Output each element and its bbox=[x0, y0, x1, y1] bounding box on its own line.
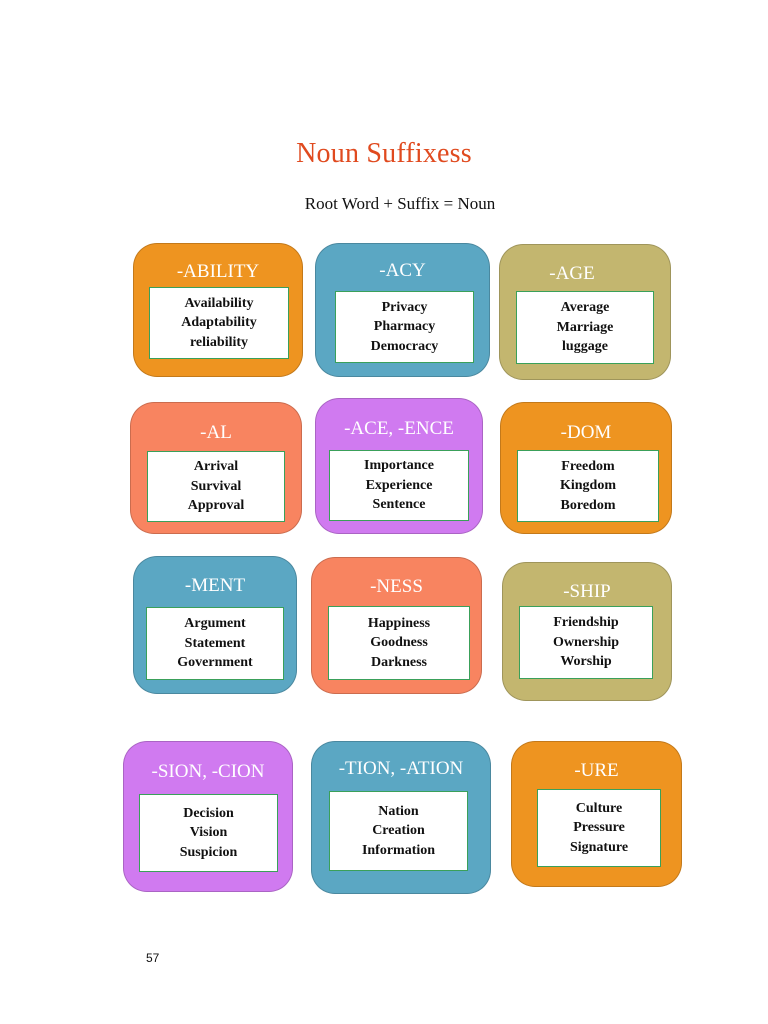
example-word: Worship bbox=[560, 654, 612, 670]
example-words-box: Happiness Goodness Darkness bbox=[328, 606, 470, 680]
example-word: Signature bbox=[569, 839, 629, 855]
example-word: Friendship bbox=[553, 615, 619, 631]
example-word: Decision bbox=[183, 805, 234, 821]
suffix-card-age: -AGE Average Marriage luggage bbox=[499, 244, 671, 380]
page-title: Noun Suffixess bbox=[296, 138, 472, 169]
suffix-card-tion-ation: -TION, -ATION Nation Creation Informatio… bbox=[311, 741, 491, 894]
example-word: Arrival bbox=[193, 459, 239, 475]
example-words-box: Importance Experience Sentence bbox=[329, 450, 469, 521]
example-word: Argument bbox=[184, 616, 246, 632]
suffix-card-sion-cion: -SION, -CION Decision Vision Suspicion bbox=[123, 741, 293, 892]
suffix-card-ure: -URE Culture Pressure Signature bbox=[511, 741, 682, 887]
example-word: Pressure bbox=[573, 820, 625, 836]
suffix-card-al: -AL Arrival Survival Approval bbox=[130, 402, 302, 534]
suffix-label: -NESS bbox=[370, 576, 423, 597]
suffix-card-ability: -ABILITY Availability Adaptability relia… bbox=[133, 243, 303, 377]
example-word: Experience bbox=[365, 477, 433, 493]
example-word: Pharmacy bbox=[373, 319, 436, 335]
example-word: Democracy bbox=[370, 338, 439, 354]
example-word: Availability bbox=[184, 295, 254, 311]
suffix-label: -SHIP bbox=[563, 581, 611, 602]
example-word: Kingdom bbox=[559, 478, 616, 494]
suffix-label: -DOM bbox=[560, 422, 612, 443]
example-word: Goodness bbox=[370, 635, 428, 651]
example-words-box: Average Marriage luggage bbox=[516, 291, 654, 364]
suffix-label: -AGE bbox=[549, 263, 595, 284]
example-word: Average bbox=[560, 300, 610, 316]
example-words-box: Friendship Ownership Worship bbox=[519, 606, 653, 679]
suffix-label: -URE bbox=[574, 760, 619, 781]
suffix-card-dom: -DOM Freedom Kingdom Boredom bbox=[500, 402, 672, 534]
suffix-card-acy: -ACY Privacy Pharmacy Democracy bbox=[315, 243, 490, 377]
example-word: Boredom bbox=[560, 497, 616, 513]
example-words-box: Privacy Pharmacy Democracy bbox=[335, 291, 474, 363]
example-word: Survival bbox=[190, 478, 242, 494]
example-word: Adaptability bbox=[181, 315, 257, 331]
example-words-box: Nation Creation Information bbox=[329, 791, 468, 871]
example-word: Freedom bbox=[561, 458, 615, 474]
example-word: Nation bbox=[378, 803, 419, 819]
example-words-box: Arrival Survival Approval bbox=[147, 451, 285, 522]
example-word: Importance bbox=[364, 458, 434, 474]
example-word: Suspicion bbox=[179, 844, 238, 860]
example-words-box: Decision Vision Suspicion bbox=[139, 794, 278, 872]
suffix-card-ment: -MENT Argument Statement Government bbox=[133, 556, 297, 694]
page-subtitle: Root Word + Suffix = Noun bbox=[304, 194, 496, 213]
example-words-box: Argument Statement Government bbox=[146, 607, 284, 680]
example-word: reliability bbox=[189, 334, 249, 350]
example-word: Sentence bbox=[372, 497, 426, 513]
example-word: Culture bbox=[575, 800, 623, 816]
suffix-label: -TION, -ATION bbox=[338, 758, 464, 779]
example-word: Darkness bbox=[370, 654, 427, 670]
page-number: 57 bbox=[146, 951, 160, 965]
suffix-label: -ACE, -ENCE bbox=[344, 418, 454, 439]
example-word: Approval bbox=[187, 498, 245, 514]
example-word: Privacy bbox=[381, 299, 428, 315]
example-word: Ownership bbox=[552, 634, 620, 650]
suffix-label: -SION, -CION bbox=[151, 761, 265, 782]
example-words-box: Freedom Kingdom Boredom bbox=[517, 450, 659, 522]
suffix-label: -MENT bbox=[184, 575, 246, 596]
suffix-label: -ACY bbox=[379, 260, 426, 281]
suffix-card-ness: -NESS Happiness Goodness Darkness bbox=[311, 557, 482, 694]
example-word: Statement bbox=[184, 635, 246, 651]
suffix-card-ship: -SHIP Friendship Ownership Worship bbox=[502, 562, 672, 701]
example-word: Vision bbox=[189, 825, 228, 841]
suffix-label: -ABILITY bbox=[176, 261, 260, 282]
example-word: luggage bbox=[562, 339, 608, 355]
example-words-box: Culture Pressure Signature bbox=[537, 789, 661, 867]
example-word: Government bbox=[177, 655, 253, 671]
example-word: Marriage bbox=[556, 319, 614, 335]
example-word: Information bbox=[361, 842, 436, 858]
suffix-label: -AL bbox=[200, 422, 232, 443]
example-words-box: Availability Adaptability reliability bbox=[149, 287, 289, 359]
suffix-card-ace-ence: -ACE, -ENCE Importance Experience Senten… bbox=[315, 398, 483, 534]
example-word: Creation bbox=[372, 823, 425, 839]
example-word: Happiness bbox=[367, 615, 431, 631]
